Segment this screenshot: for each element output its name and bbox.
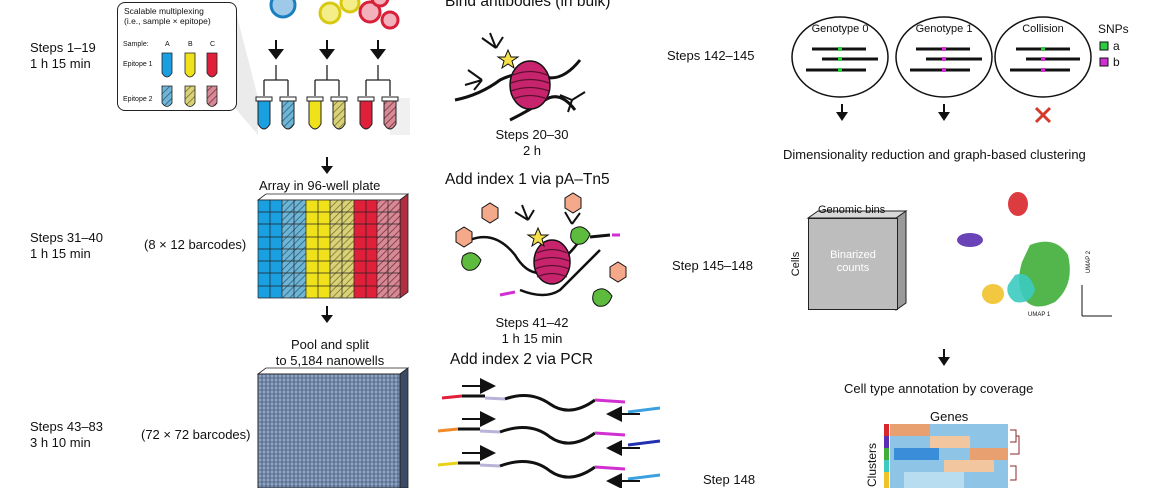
genomic-bins-label: Genomic bins — [818, 204, 886, 216]
umap-1-label: UMAP 1 — [1028, 312, 1051, 318]
genotype-1-label: Genotype 1 — [915, 23, 973, 35]
bind-antibodies-heading: Bind antibodies (in bulk) — [445, 0, 611, 10]
epitope-1-label: Epitope 1 — [123, 61, 153, 68]
nanowell-grid — [256, 367, 410, 488]
steps-1-19: Steps 1–19 1 h 15 min — [30, 40, 96, 71]
steps-41-42: Steps 41–42 1 h 15 min — [495, 315, 569, 346]
well-plate-96 — [256, 193, 410, 299]
clusters-label: Clusters — [865, 442, 880, 488]
plate-barcodes: (8 × 12 barcodes) — [144, 237, 247, 252]
sample-cells — [269, 0, 400, 30]
antibody-nucleosome-bind — [454, 32, 586, 122]
add-index-1-heading: Add index 1 via pA–Tn5 — [445, 171, 610, 188]
split-tree — [263, 65, 391, 96]
snp-b-label: b — [1113, 55, 1120, 69]
pcr-reads — [437, 378, 661, 488]
genotype-ellipses — [791, 16, 1109, 98]
epitope-2-label: Epitope 2 — [123, 96, 153, 103]
mini-tubes — [161, 52, 218, 107]
snp-a-label: a — [1113, 39, 1120, 53]
gene-heatmap — [884, 424, 1020, 488]
arrows-genotype — [836, 104, 950, 121]
umap-2-label: UMAP 2 — [1086, 250, 1093, 274]
nanowell-barcodes: (72 × 72 barcodes) — [141, 427, 251, 442]
pa-tn5-illustration — [455, 192, 627, 307]
genotype-0-label: Genotype 0 — [811, 23, 869, 35]
steps-43-83: Steps 43–83 3 h 10 min — [30, 419, 104, 450]
multiplexing-box: Scalable multiplexing (i.e., sample × ep… — [117, 2, 237, 111]
steps-20-30: Steps 20–30 2 h — [495, 127, 569, 158]
sample-label: Sample: — [123, 41, 149, 48]
collision-cross-icon — [1034, 106, 1052, 124]
step-145-148: Step 145–148 — [672, 258, 753, 273]
annotation-label: Cell type annotation by coverage — [844, 381, 1034, 396]
step-148: Step 148 — [703, 472, 756, 487]
dimred-label: Dimensionality reduction and graph-based… — [783, 147, 1086, 162]
add-index-2-heading: Add index 2 via PCR — [450, 351, 594, 368]
plate-title: Array in 96-well plate — [259, 178, 381, 193]
multiplex-title: Scalable multiplexing (i.e., sample × ep… — [124, 6, 211, 26]
sample-a: A — [165, 41, 170, 48]
steps-31-40: Steps 31–40 1 h 15 min — [30, 230, 104, 261]
steps-142-145: Steps 142–145 — [667, 48, 755, 63]
down-arrows-top — [268, 40, 386, 60]
binarized-counts-matrix: Binarized counts — [808, 218, 898, 310]
collision-label: Collision — [1022, 23, 1064, 35]
snps-legend-title: SNPs — [1098, 22, 1129, 36]
sample-tubes — [255, 96, 399, 130]
pool-split-label: Pool and split to 5,184 nanowells — [275, 337, 385, 368]
cells-label: Cells — [790, 251, 803, 277]
umap-plot — [957, 192, 1112, 317]
sample-b: B — [188, 41, 193, 48]
sample-c: C — [210, 41, 216, 48]
genes-label: Genes — [930, 409, 969, 424]
